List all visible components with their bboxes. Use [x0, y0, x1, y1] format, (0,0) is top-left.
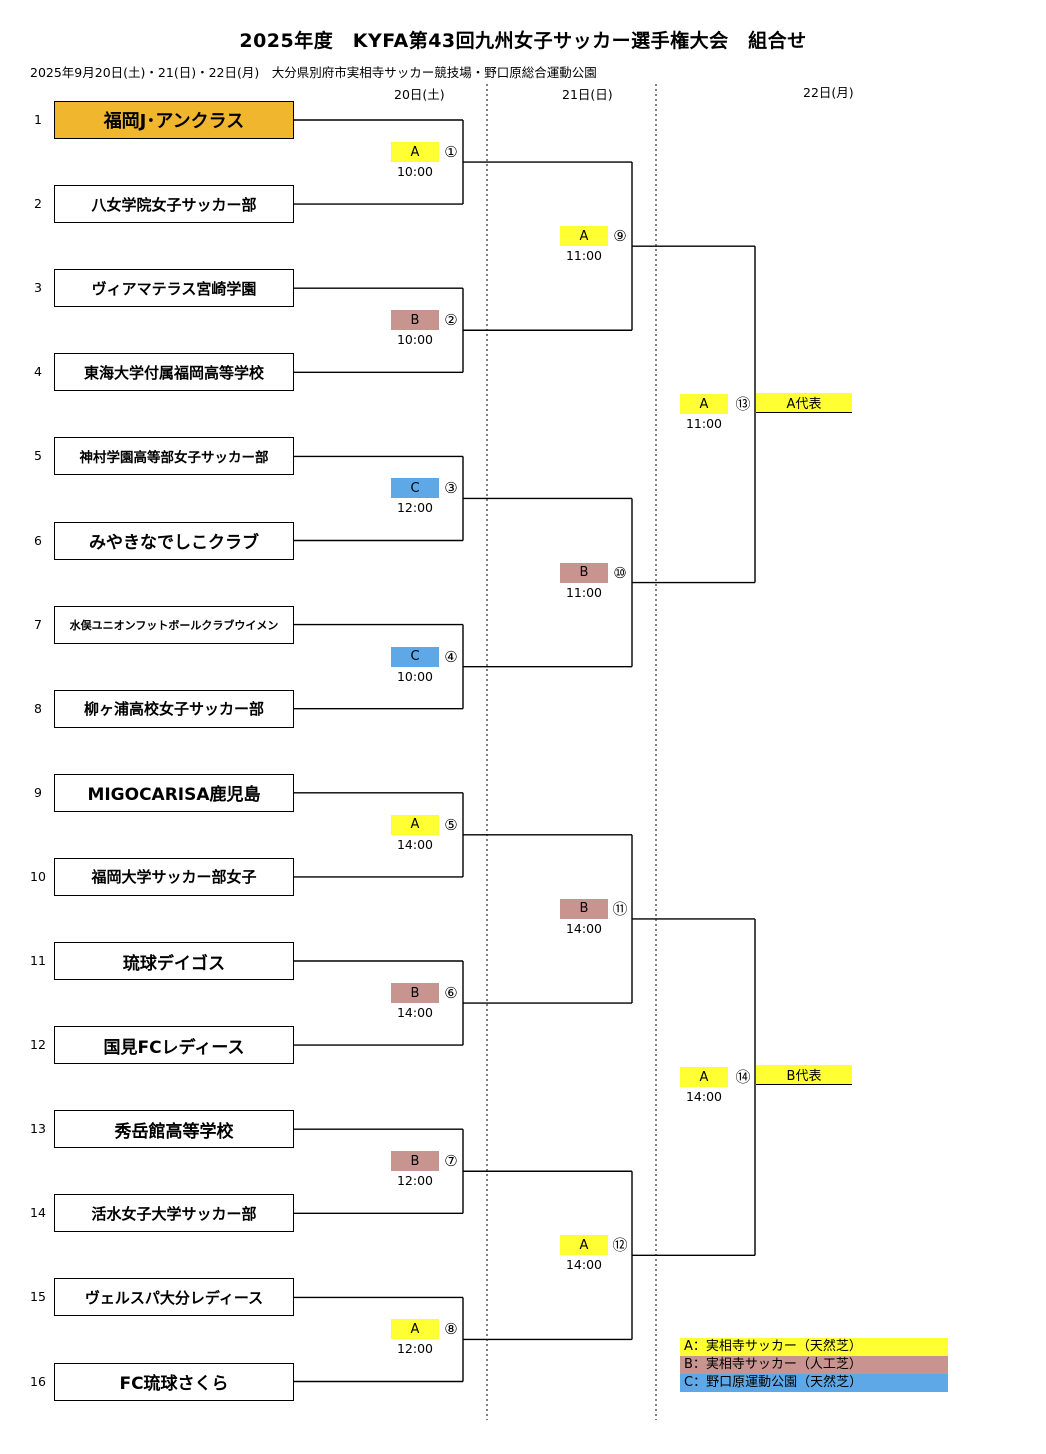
match-number: ⑭	[735, 1068, 751, 1087]
team-box: 秀岳館高等学校	[54, 1110, 294, 1149]
venue-badge: B	[391, 310, 439, 331]
team-box: MIGOCARISA鹿児島	[54, 773, 294, 812]
match-number: ⑤	[444, 815, 458, 834]
match-number: ⑦	[444, 1152, 458, 1171]
team-number: 5	[34, 448, 42, 464]
team-box: 水俣ユニオンフットボールクラブウイメン	[54, 605, 294, 644]
match-number: ⑪	[612, 899, 628, 918]
kickoff-time: 14:00	[685, 1089, 723, 1105]
kickoff-time: 10:00	[396, 164, 434, 180]
team-box: 神村学園高等部女子サッカー部	[54, 437, 294, 476]
venue-badge: C	[391, 646, 439, 667]
team-box: 国見FCレディース	[54, 1026, 294, 1065]
representative-b: B代表	[756, 1065, 852, 1085]
team-number: 4	[34, 364, 42, 380]
legend-item-b: B：実相寺サッカー（人工芝）	[680, 1356, 948, 1374]
kickoff-time: 14:00	[565, 920, 603, 936]
venue-badge: C	[391, 478, 439, 499]
match-number: ④	[444, 647, 458, 666]
day-label-sun: 21日(日)	[562, 87, 613, 102]
match-number: ⑫	[612, 1236, 628, 1255]
venue-legend: A：実相寺サッカー（天然芝） B：実相寺サッカー（人工芝） C：野口原運動公園（…	[680, 1338, 948, 1392]
venue-badge: A	[680, 394, 728, 415]
venue-badge: B	[391, 983, 439, 1004]
kickoff-time: 12:00	[396, 1341, 434, 1357]
venue-badge: B	[560, 898, 608, 919]
team-number: 3	[34, 280, 42, 296]
team-box: 福岡大学サッカー部女子	[54, 857, 294, 896]
match-number: ⑧	[444, 1320, 458, 1339]
venue-badge: A	[391, 814, 439, 835]
team-number: 16	[30, 1373, 46, 1389]
venue-badge: A	[680, 1067, 728, 1088]
page-title: 2025年度 KYFA第43回九州女子サッカー選手権大会 組合せ	[239, 30, 807, 52]
team-box: FC琉球さくら	[54, 1362, 294, 1401]
kickoff-time: 11:00	[565, 584, 603, 600]
legend-item-c: C：野口原運動公園（天然芝）	[680, 1374, 948, 1392]
legend-item-a: A：実相寺サッカー（天然芝）	[680, 1338, 948, 1356]
kickoff-time: 12:00	[396, 1173, 434, 1189]
team-box: 福岡J･アンクラス	[54, 101, 294, 139]
venue-badge: B	[560, 562, 608, 583]
kickoff-time: 11:00	[685, 416, 723, 432]
team-box: 八女学院女子サッカー部	[54, 185, 294, 224]
team-box: 琉球デイゴス	[54, 942, 294, 980]
kickoff-time: 14:00	[396, 836, 434, 852]
team-number: 12	[30, 1037, 46, 1053]
team-box: 東海大学付属福岡高等学校	[54, 353, 294, 392]
match-number: ②	[444, 311, 458, 330]
event-schedule-venue: 2025年9月20日(土)・21(日)・22日(月) 大分県別府市実相寺サッカー…	[30, 65, 597, 80]
kickoff-time: 11:00	[565, 248, 603, 264]
venue-badge: A	[391, 142, 439, 163]
kickoff-time: 14:00	[396, 1005, 434, 1021]
match-number: ⑬	[735, 395, 751, 414]
team-number: 9	[34, 784, 42, 800]
team-number: 1	[34, 112, 42, 127]
team-number: 2	[34, 196, 42, 212]
day-label-sat: 20日(土)	[394, 87, 445, 102]
team-number: 6	[34, 532, 42, 548]
venue-badge: A	[560, 1235, 608, 1256]
kickoff-time: 14:00	[565, 1257, 603, 1273]
team-number: 11	[30, 953, 46, 968]
kickoff-time: 12:00	[396, 500, 434, 516]
representative-a: A代表	[756, 393, 852, 413]
team-box: みやきなでしこクラブ	[54, 521, 294, 560]
day-label-mon: 22日(月)	[803, 85, 854, 100]
team-box: ヴィアマテラス宮崎学園	[54, 269, 294, 308]
match-number: ⑩	[613, 563, 627, 582]
team-box: 柳ヶ浦高校女子サッカー部	[54, 689, 294, 728]
kickoff-time: 10:00	[396, 332, 434, 348]
venue-badge: B	[391, 1151, 439, 1172]
venue-badge: A	[391, 1319, 439, 1340]
team-number: 13	[30, 1121, 46, 1137]
match-number: ①	[444, 143, 458, 162]
team-number: 7	[34, 616, 42, 632]
team-number: 10	[30, 868, 46, 884]
team-number: 15	[30, 1289, 46, 1305]
match-number: ⑨	[613, 227, 627, 246]
team-box: ヴェルスパ大分レディース	[54, 1278, 294, 1317]
team-number: 14	[30, 1205, 46, 1221]
team-box: 活水女子大学サッカー部	[54, 1194, 294, 1233]
venue-badge: A	[560, 226, 608, 247]
match-number: ③	[444, 479, 458, 498]
kickoff-time: 10:00	[396, 668, 434, 684]
team-number: 8	[34, 700, 42, 716]
match-number: ⑥	[444, 984, 458, 1003]
